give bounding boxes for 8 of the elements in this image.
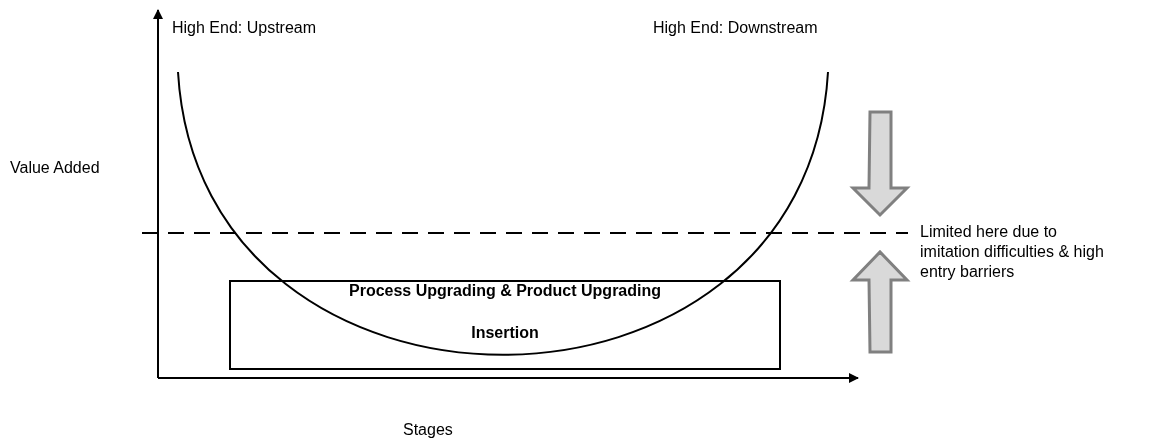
axis-title: Stages bbox=[403, 420, 454, 440]
note-text: Limited here due to imitation difficulties & high entry barriers bbox=[920, 222, 1105, 282]
process-subheading: Insertion bbox=[471, 324, 539, 342]
process-heading: Process Upgrading & Product Upgrading bbox=[349, 282, 661, 300]
process-box bbox=[229, 280, 781, 370]
curve-end-label: High End: Downstream bbox=[653, 18, 819, 38]
axis-title: Value Added bbox=[10, 158, 101, 178]
curve-end-label: High End: Upstream bbox=[172, 18, 318, 38]
